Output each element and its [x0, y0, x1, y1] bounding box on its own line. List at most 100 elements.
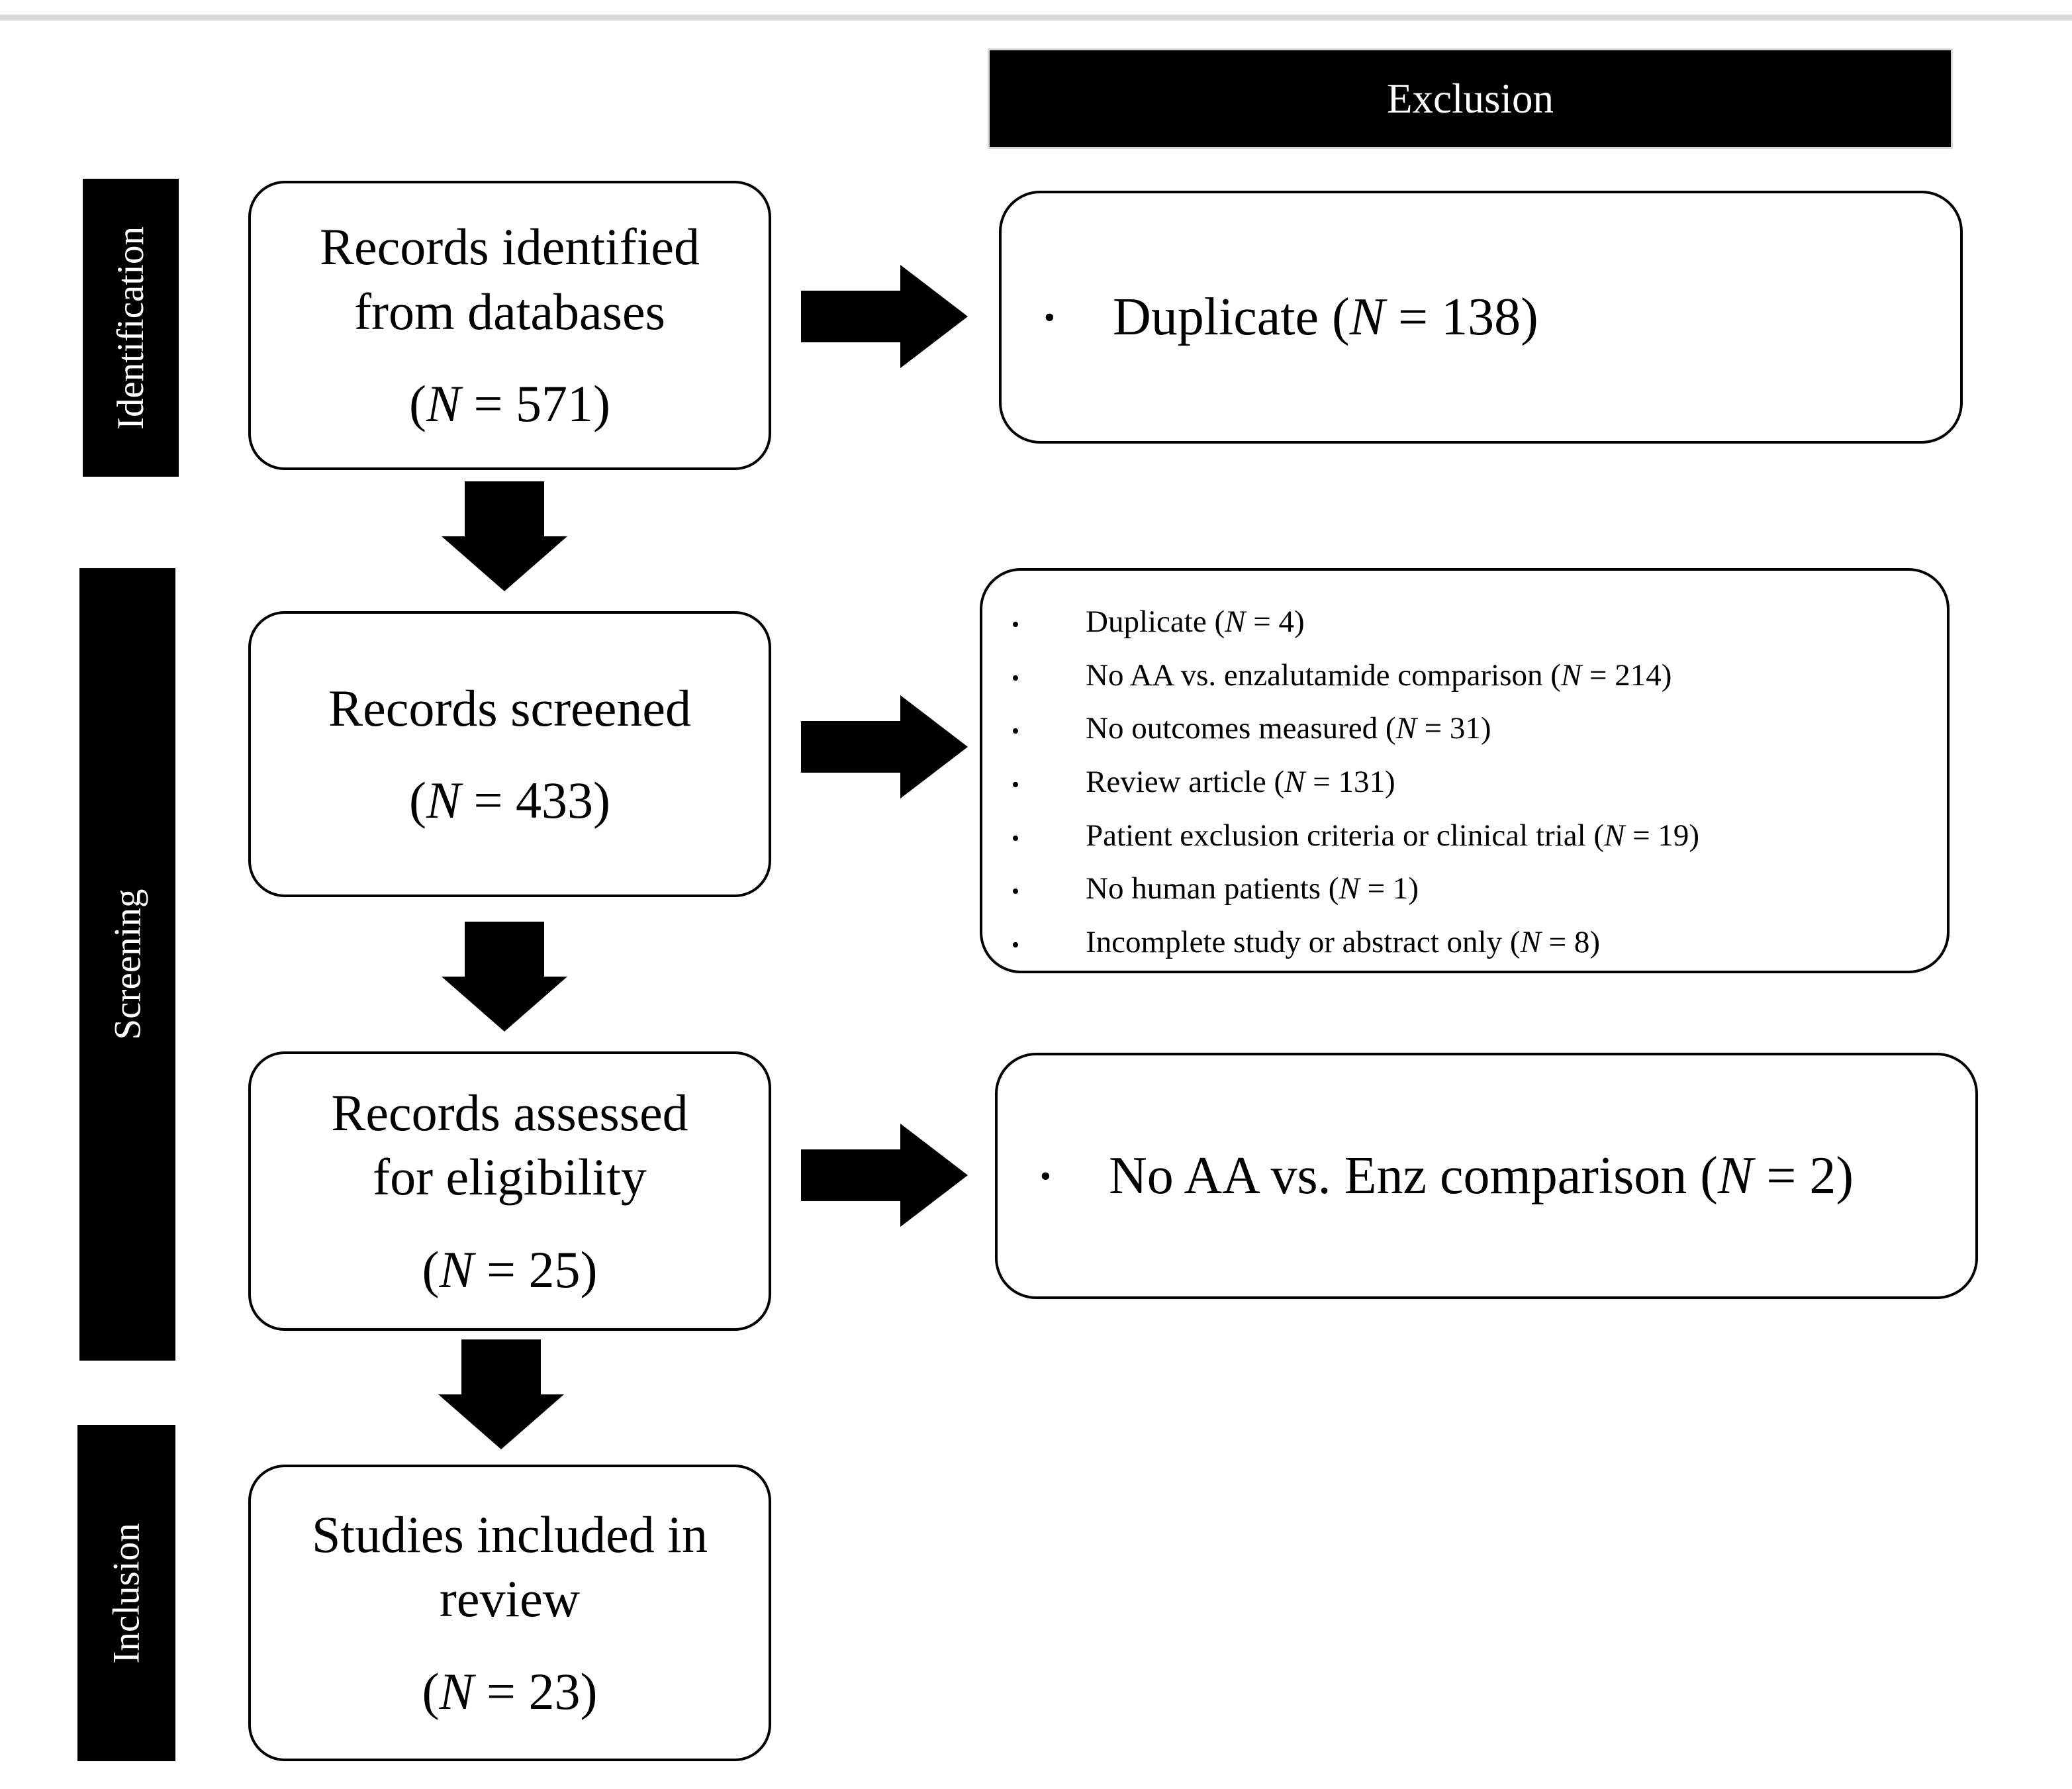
arrow-head	[900, 265, 968, 368]
arrow-head	[438, 1394, 564, 1449]
exclusion-box-duplicates: • Duplicate (N = 138)	[999, 191, 1963, 444]
count-n-symbol: N	[439, 1240, 474, 1298]
arrow-shaft	[801, 291, 900, 342]
reason-pre: Review article (	[1086, 765, 1285, 800]
reason-n-symbol: N	[1284, 765, 1305, 800]
flow-box-title-line: Studies included in	[312, 1505, 708, 1563]
exclusion-reason-item: • Review article (N = 131)	[1006, 765, 1927, 800]
count-open: (	[409, 375, 426, 433]
exclusion-reason-text: Duplicate (N = 138)	[1113, 287, 1538, 348]
arrow-head	[900, 1124, 968, 1227]
reason-n-symbol: N	[1560, 657, 1582, 693]
exclusion-box-screening-reasons: • Duplicate (N = 4) • No AA vs. enzaluta…	[980, 568, 1950, 973]
reason-n-symbol: N	[1520, 925, 1541, 960]
exclusion-reason-item: • No outcomes measured (N = 31)	[1006, 712, 1927, 746]
arrow-shaft	[465, 481, 544, 536]
arrow-down-icon	[442, 481, 567, 591]
reason-post: = 138)	[1384, 287, 1538, 346]
flow-box-records-screened: Records screened (N = 433)	[248, 611, 771, 897]
stage-bar-identification: Identification	[83, 179, 179, 477]
exclusion-reason-text: Incomplete study or abstract only (N = 8…	[1086, 925, 1600, 960]
exclusion-header-label: Exclusion	[1387, 75, 1554, 122]
reason-n-symbol: N	[1395, 711, 1417, 746]
page-top-divider	[0, 15, 2072, 21]
exclusion-reason-text: No AA vs. enzalutamide comparison (N = 2…	[1086, 657, 1672, 693]
reason-n-symbol: N	[1349, 287, 1385, 346]
count-value: = 433)	[461, 771, 610, 829]
reason-n-symbol: N	[1604, 818, 1625, 853]
exclusion-reason-text: Review article (N = 131)	[1086, 765, 1395, 800]
count-open: (	[422, 1240, 440, 1298]
exclusion-box-eligibility: • No AA vs. Enz comparison (N = 2)	[995, 1053, 1978, 1299]
count-n-symbol: N	[426, 375, 461, 433]
reason-post: = 2)	[1753, 1146, 1854, 1205]
arrow-head	[900, 695, 968, 798]
reason-pre: Duplicate (	[1113, 287, 1350, 346]
exclusion-reason-item: • No human patients (N = 1)	[1006, 872, 1927, 906]
arrow-shaft	[801, 1149, 900, 1201]
reason-post: = 214)	[1581, 657, 1672, 693]
flow-box-studies-included: Studies included in review (N = 23)	[248, 1465, 771, 1761]
stage-label-inclusion: Inclusion	[105, 1522, 148, 1664]
flow-box-records-assessed: Records assessed for eligibility (N = 25…	[248, 1051, 771, 1331]
bullet-icon: •	[1012, 665, 1019, 691]
count-n-symbol: N	[426, 771, 461, 829]
count-open: (	[409, 771, 426, 829]
exclusion-reason-item: • No AA vs. enzalutamide comparison (N =…	[1006, 657, 1927, 693]
stage-label-screening: Screening	[107, 889, 149, 1040]
flow-box-title-line: review	[439, 1570, 581, 1628]
arrow-shaft	[801, 721, 900, 773]
reason-n-symbol: N	[1225, 604, 1246, 639]
reason-pre: No AA vs. enzalutamide comparison (	[1086, 657, 1561, 693]
arrow-head	[442, 977, 567, 1032]
bullet-icon: •	[1044, 299, 1055, 335]
reason-pre: Incomplete study or abstract only (	[1086, 925, 1521, 960]
flow-box-title-line: Records assessed	[331, 1083, 688, 1141]
flow-box-records-identified: Records identified from databases (N = 5…	[248, 181, 771, 470]
exclusion-reason-text: No AA vs. Enz comparison (N = 2)	[1109, 1146, 1854, 1206]
reason-n-symbol: N	[1339, 871, 1360, 906]
arrow-right-icon	[801, 265, 968, 368]
reason-post: = 19)	[1625, 818, 1700, 853]
bullet-icon: •	[1012, 933, 1019, 958]
bullet-icon: •	[1012, 719, 1019, 744]
flow-box-count: (N = 25)	[422, 1237, 598, 1302]
exclusion-reason-item: • Patient exclusion criteria or clinical…	[1006, 818, 1927, 853]
arrow-head	[442, 536, 567, 591]
stage-bar-inclusion: Inclusion	[77, 1425, 175, 1761]
arrow-shaft	[461, 1339, 541, 1394]
reason-pre: No AA vs. Enz comparison (	[1109, 1146, 1718, 1205]
exclusion-reason-list: • Duplicate (N = 4) • No AA vs. enzaluta…	[1006, 604, 1927, 960]
flow-box-title-line: for eligibility	[373, 1148, 647, 1206]
count-n-symbol: N	[439, 1662, 474, 1720]
count-value: = 571)	[461, 375, 610, 433]
bullet-icon: •	[1012, 773, 1019, 798]
arrow-down-icon	[438, 1339, 564, 1449]
flow-box-count: (N = 571)	[409, 371, 610, 436]
count-open: (	[422, 1662, 440, 1720]
flow-box-title-line: from databases	[354, 282, 665, 340]
exclusion-reason-text: Duplicate (N = 4)	[1086, 604, 1305, 640]
bullet-icon: •	[1012, 879, 1019, 904]
bullet-icon: •	[1012, 826, 1019, 851]
flow-box-title-line: Records screened	[328, 679, 691, 737]
reason-post: = 4)	[1245, 604, 1305, 639]
stage-label-identification: Identification	[110, 226, 152, 430]
flow-box-title-line: Records identified	[320, 218, 700, 276]
exclusion-reason-item: • Incomplete study or abstract only (N =…	[1006, 925, 1927, 960]
exclusion-reason-text: Patient exclusion criteria or clinical t…	[1086, 818, 1700, 853]
reason-pre: No outcomes measured (	[1086, 711, 1396, 746]
reason-pre: Patient exclusion criteria or clinical t…	[1086, 818, 1605, 853]
arrow-right-icon	[801, 695, 968, 798]
bullet-icon: •	[1040, 1158, 1051, 1194]
count-value: = 23)	[473, 1662, 598, 1720]
stage-bar-screening: Screening	[79, 568, 175, 1361]
exclusion-reason-item: • Duplicate (N = 4)	[1006, 604, 1927, 640]
reason-post: = 31)	[1416, 711, 1491, 746]
bullet-icon: •	[1012, 612, 1019, 637]
exclusion-reason-text: No human patients (N = 1)	[1086, 872, 1419, 906]
arrow-right-icon	[801, 1124, 968, 1227]
reason-post: = 131)	[1305, 765, 1395, 800]
reason-pre: No human patients (	[1086, 871, 1339, 906]
flow-box-count: (N = 23)	[422, 1659, 598, 1724]
